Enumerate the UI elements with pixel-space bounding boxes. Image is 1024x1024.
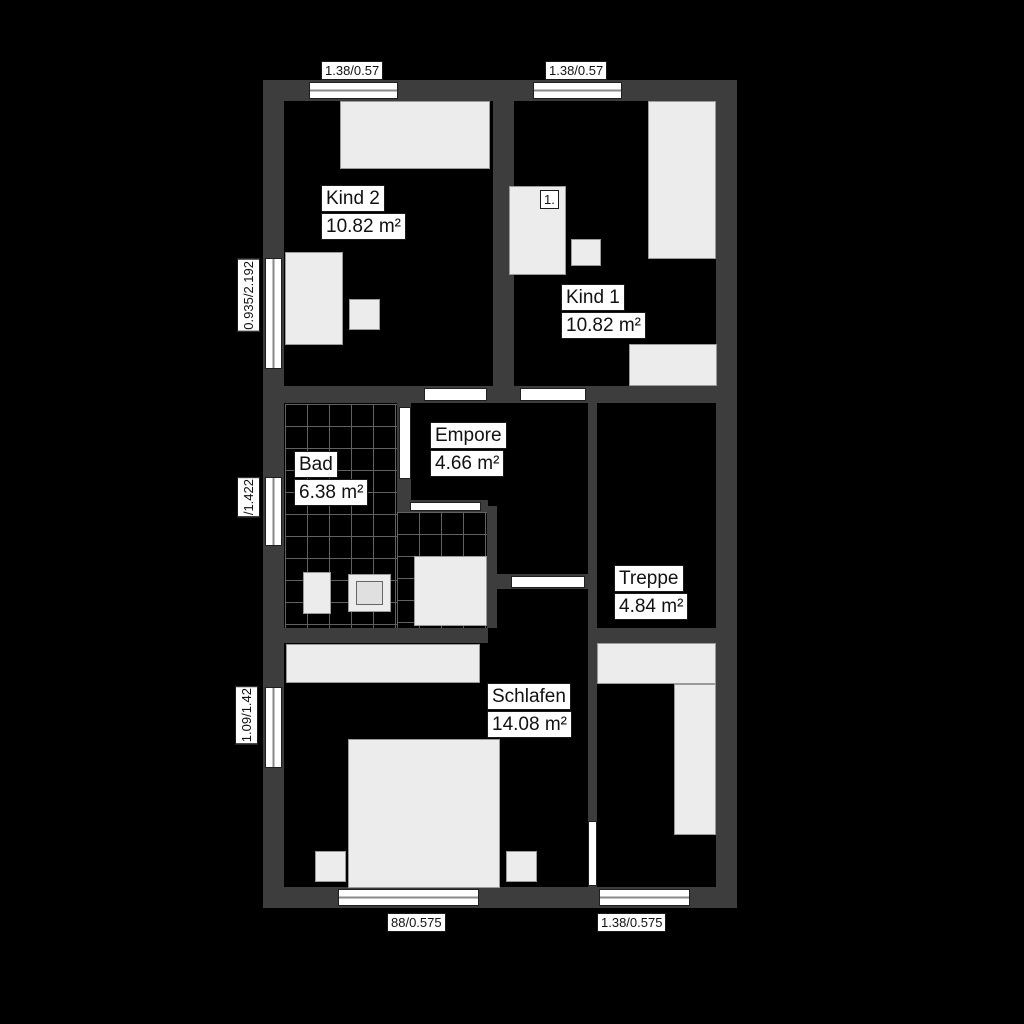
kind1-chair [571, 239, 601, 266]
schlafen-nightstand-left [315, 851, 346, 882]
window-bottom-left [338, 889, 479, 906]
window-top-left [309, 82, 398, 99]
dimension-bottom-right-window: 1.38/0.575 [597, 913, 667, 932]
door-bad [410, 502, 481, 511]
wall-divider-kids-rooms [493, 101, 514, 386]
room-label-kind1: Kind 1 10.82 m² [561, 284, 646, 340]
window-left-middle [265, 477, 282, 546]
window-bottom-right [599, 889, 690, 906]
room-area: 4.84 m² [614, 593, 689, 620]
schlafen-nightstand-right [506, 851, 537, 882]
bad-shower-tub [414, 556, 487, 626]
wall-schlafen-right [588, 403, 597, 887]
schlafen-wardrobe-top [597, 643, 716, 684]
bad-toilet [348, 574, 391, 612]
room-label-schlafen: Schlafen 14.08 m² [487, 683, 572, 739]
room-area: 14.08 m² [487, 711, 572, 738]
window-left-upper [265, 258, 282, 369]
window-top-right [533, 82, 622, 99]
dimension-left-lower-window: 1.09/1.42 [235, 686, 258, 745]
wall-treppe-bottom [597, 628, 716, 643]
room-name: Treppe [614, 565, 684, 592]
dimension-top-left-window: 1.38/0.57 [321, 61, 384, 80]
room-name: Bad [294, 451, 338, 478]
room-area: 10.82 m² [561, 312, 646, 339]
door-kind1 [520, 388, 586, 401]
room-label-kind2: Kind 2 10.82 m² [321, 185, 406, 241]
wall-right [716, 80, 737, 908]
bad-toilet-bowl [356, 581, 383, 605]
dimension-left-middle-window: /1.422 [237, 477, 260, 518]
room-area: 6.38 m² [294, 479, 369, 506]
dimension-kind1-mark: 1. [540, 190, 559, 209]
window-left-lower [265, 687, 282, 768]
room-label-treppe: Treppe 4.84 m² [614, 565, 689, 621]
room-name: Kind 2 [321, 185, 385, 212]
kind2-bed [340, 101, 490, 169]
dimension-bottom-left-window: 88/0.575 [387, 913, 446, 932]
room-label-bad: Bad 6.38 m² [294, 451, 369, 507]
wall-bad-bottom [284, 628, 488, 643]
dimension-top-right-window: 1.38/0.57 [545, 61, 608, 80]
wall-mid-horizontal [284, 386, 716, 403]
room-area: 4.66 m² [430, 450, 505, 477]
room-name: Empore [430, 422, 507, 449]
kind1-bed [648, 101, 716, 259]
room-area: 10.82 m² [321, 213, 406, 240]
kind1-dresser [629, 344, 717, 386]
room-label-empore: Empore 4.66 m² [430, 422, 507, 478]
wall-bad-right-lower [487, 506, 497, 628]
schlafen-shelf [286, 644, 480, 683]
schlafen-double-bed [348, 739, 500, 888]
room-name: Schlafen [487, 683, 571, 710]
door-kind2 [424, 388, 487, 401]
dimension-left-upper-window: 0.935/2.192 [237, 259, 260, 332]
room-name: Kind 1 [561, 284, 625, 311]
door-schlafen [511, 576, 585, 588]
kind2-side-table [349, 299, 380, 330]
schlafen-wardrobe-side [674, 684, 716, 835]
door-bad-leaf [399, 407, 411, 479]
kind2-wardrobe [285, 252, 343, 345]
door-schlafen-right [588, 821, 597, 886]
bad-sink [303, 572, 331, 614]
